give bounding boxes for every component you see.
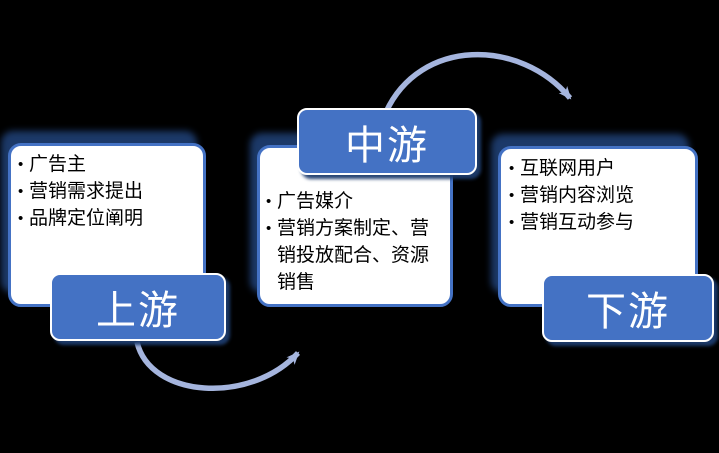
list-item: • 品牌定位阐明 <box>18 205 199 232</box>
list-item: • 互联网用户 <box>509 155 691 182</box>
list-item: • 广告媒介 <box>266 188 448 215</box>
list-item: • 营销需求提出 <box>18 178 199 205</box>
arrow-up-to-mid <box>134 341 301 391</box>
bullet-icon: • <box>18 210 24 227</box>
list-item: • 营销方案制定、营 销投放配合、资源 销售 <box>266 215 448 296</box>
bullet-icon: • <box>266 193 272 210</box>
stage-label-upstream: 上游 <box>50 273 226 341</box>
bullet-icon: • <box>18 156 24 173</box>
bullet-icon: • <box>509 187 515 204</box>
list-item-text: 品牌定位阐明 <box>29 208 144 229</box>
list-item-text: 广告主 <box>29 154 87 175</box>
list-item-text: 互联网用户 <box>520 158 616 179</box>
downstream-list: • 互联网用户 • 营销内容浏览 • 营销互动参与 <box>509 155 691 236</box>
midstream-list: • 广告媒介 • 营销方案制定、营 销投放配合、资源 销售 <box>266 188 448 296</box>
list-item-text: 营销内容浏览 <box>520 185 635 206</box>
upstream-list: • 广告主 • 营销需求提出 • 品牌定位阐明 <box>18 151 199 232</box>
list-item-text: 营销需求提出 <box>29 181 144 202</box>
bullet-icon: • <box>509 214 515 231</box>
stage-label-downstream: 下游 <box>542 274 714 342</box>
list-item-text: 广告媒介 <box>277 191 354 212</box>
bullet-icon: • <box>509 160 515 177</box>
bullet-icon: • <box>266 220 272 237</box>
list-item: • 营销内容浏览 <box>509 182 691 209</box>
list-item: • 营销互动参与 <box>509 209 691 236</box>
list-item-text: 营销方案制定、营 销投放配合、资源 销售 <box>277 218 430 293</box>
bullet-icon: • <box>18 183 24 200</box>
arrow-mid-to-down <box>383 51 573 114</box>
list-item: • 广告主 <box>18 151 199 178</box>
stage-label-midstream: 中游 <box>297 108 477 175</box>
list-item-text: 营销互动参与 <box>520 212 635 233</box>
